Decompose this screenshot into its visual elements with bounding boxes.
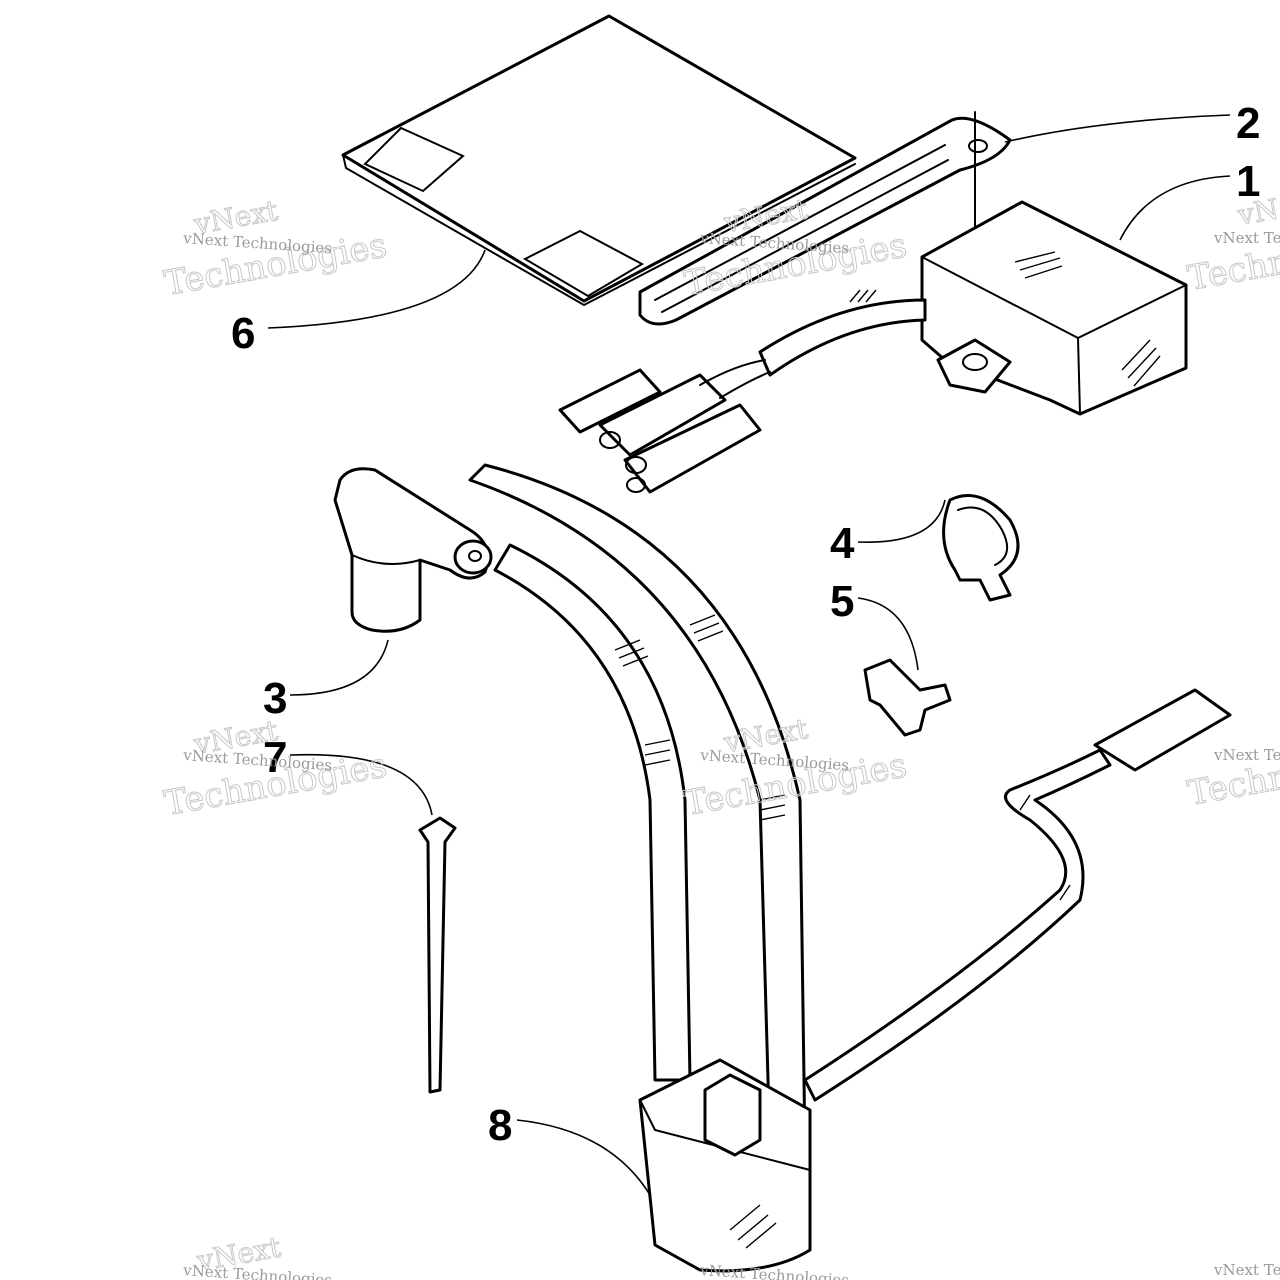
part-6-decal-sheet [341,14,857,307]
part-3-spark-plug-cap [333,467,493,633]
part-7-cable-tie [418,816,457,1094]
watermark-top-right-corner: vN [1235,192,1280,232]
watermark-top-right-large: Techno [1185,238,1280,299]
callout-8: 8 [488,1101,512,1150]
callout-5: 5 [830,577,854,626]
callout-labels: 2 1 6 4 5 3 7 8 [231,99,1260,1150]
callout-4: 4 [830,519,855,568]
callout-1: 1 [1236,157,1260,206]
part-1-cdi-module [558,200,1188,494]
watermark-small-bottom-right: vNext Te [1213,1261,1280,1279]
callout-3: 3 [263,674,287,723]
leader-lines [267,114,1231,1196]
watermark-small-top-right: vNext Te [1213,229,1280,247]
callout-2: 2 [1236,99,1260,148]
part-4-hose-clamp [942,494,1020,602]
watermark-small-mid-right: vNext Te [1213,746,1280,764]
part-5-clip [863,658,952,737]
callout-6: 6 [231,309,255,358]
callout-7: 7 [263,733,287,782]
part-8-ignition-coil [468,463,1232,1273]
